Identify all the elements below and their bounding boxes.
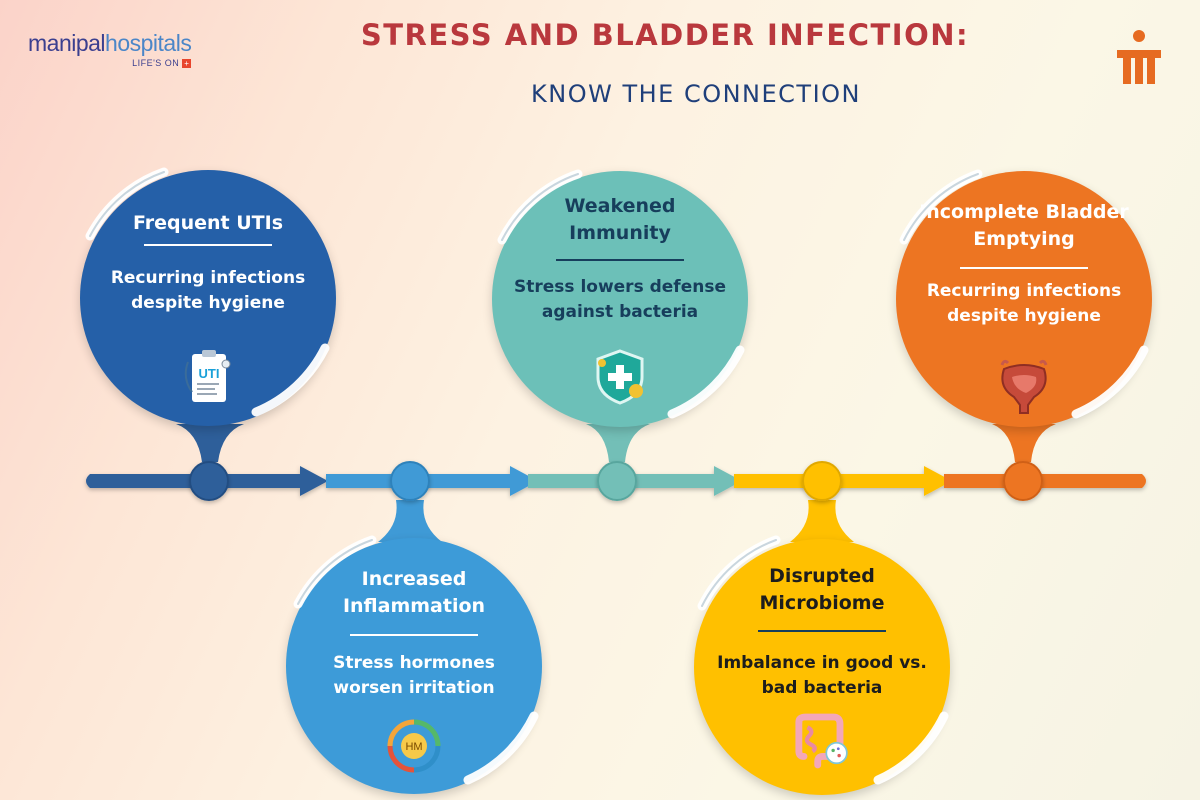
card-divider [758,630,886,632]
timeline-segment-5 [944,474,1146,488]
card-divider [350,634,478,636]
card-divider [556,259,684,261]
timeline-node-4 [802,461,842,501]
page-title: STRESS AND BLADDER INFECTION: [360,18,970,52]
logo-wordmark: manipalhospitals [28,30,192,56]
manipal-brand-mark-icon [1117,30,1161,84]
connector-5 [992,424,1056,462]
card-frequent-utis: Frequent UTIs Recurring infections despi… [80,170,336,426]
card-divider [960,267,1088,269]
connector-1 [176,424,244,462]
timeline-node-1 [189,461,229,501]
timeline-segment-2 [326,466,538,496]
card-divider [144,244,272,246]
card-disrupted-microbiome: Disrupted Microbiome Imbalance in good v… [694,539,950,795]
connector-4 [790,500,854,542]
logo-tagline: LIFE'S ON + [132,58,192,69]
svg-text:HM: HM [405,741,422,753]
timeline-node-5 [1003,461,1043,501]
connector-2 [378,500,442,542]
tagline-plus-icon: + [182,59,192,69]
connector-3 [586,424,650,462]
card-title: Increased Inflammation [342,568,486,617]
card-weakened-immunity: Weakened Immunity Stress lowers defense … [492,171,748,427]
immunity-shield-icon [596,349,644,405]
svg-text:UTI: UTI [199,366,220,381]
intestine-microbe-icon [795,713,848,769]
card-text: Recurring infections despite hygiene [110,268,306,313]
card-title: Disrupted Microbiome [759,565,885,614]
card-title: Frequent UTIs [132,212,284,234]
page-subtitle: KNOW THE CONNECTION [531,80,861,108]
card-title: Weakened Immunity [564,195,676,244]
timeline-segment-4 [734,466,952,496]
uti-clipboard-icon: UTI [184,350,231,402]
card-text: Stress hormones worsen irritation [333,653,495,698]
card-title: Incomplete Bladder Emptying [919,201,1129,250]
timeline-node-3 [597,461,637,501]
card-text: Imbalance in good vs. bad bacteria [717,653,927,698]
hormone-cycle-icon: HM [387,719,441,773]
manipal-logo: manipalhospitals LIFE'S ON + [28,30,192,69]
card-text: Stress lowers defense against bacteria [514,277,726,322]
bladder-icon [1000,359,1048,414]
card-incomplete-bladder-emptying: Incomplete Bladder Emptying Recurring in… [896,171,1152,427]
card-text: Recurring infections despite hygiene [926,281,1122,326]
timeline-node-2 [390,461,430,501]
card-increased-inflammation: Increased Inflammation Stress hormones w… [286,538,542,794]
